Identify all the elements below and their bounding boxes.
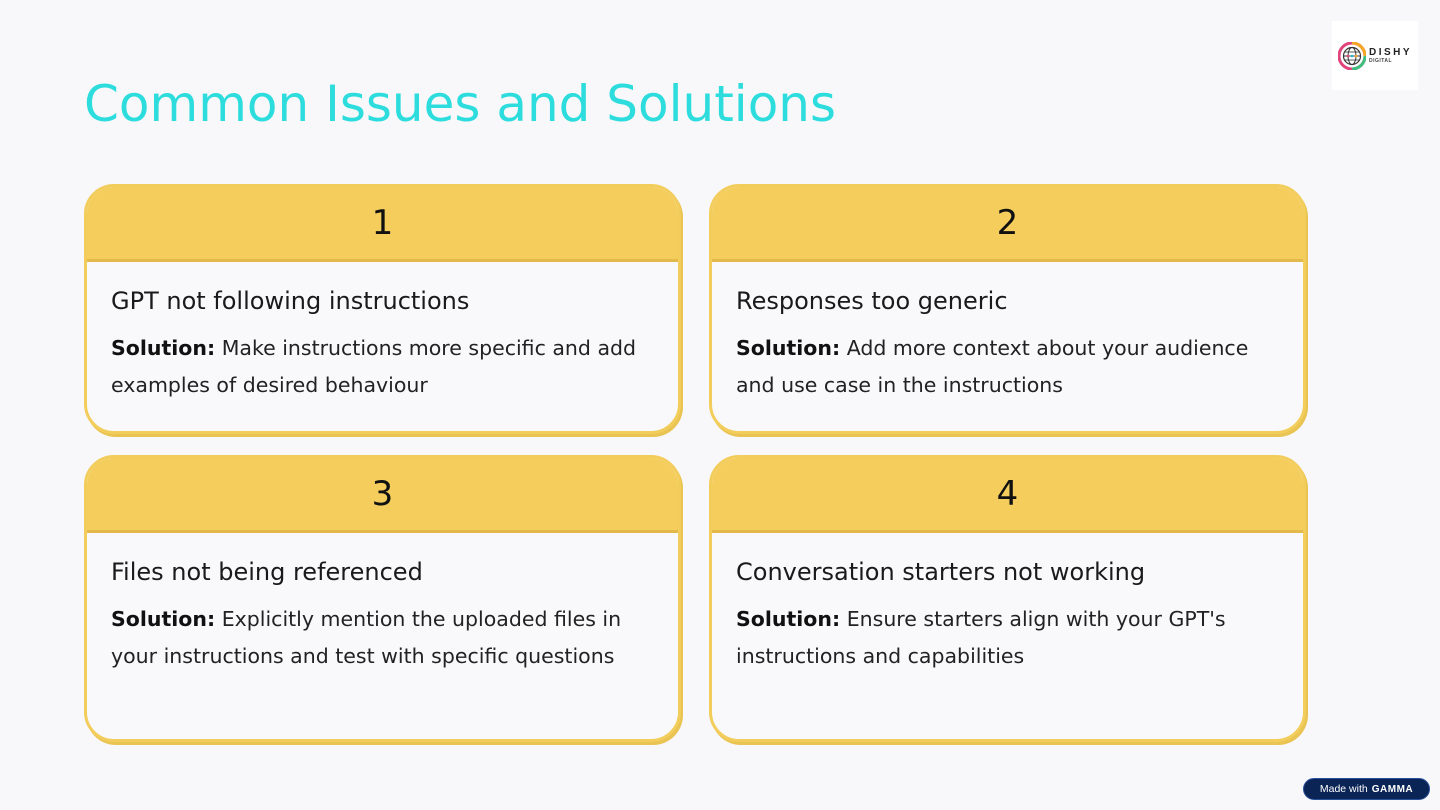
card-heading: Files not being referenced [111,558,423,586]
solution-label: Solution: [736,607,841,631]
card-number: 4 [712,458,1303,533]
logo-name: DISHY [1368,46,1413,58]
solution-label: Solution: [736,336,841,360]
solution-text: Make instructions more specific and add … [111,336,637,397]
badge-prefix: Made with [1319,783,1368,795]
globe-logo-icon [1337,41,1366,70]
issue-card-2: 2 Responses too generic Solution: Add mo… [709,184,1306,434]
card-heading: Conversation starters not working [736,558,1146,586]
card-solution: Solution: Make instructions more specifi… [111,330,654,404]
card-number: 2 [712,187,1303,262]
logo-subtitle: DIGITAL [1368,57,1393,64]
made-with-gamma-badge[interactable]: Made with GAMMA [1303,778,1430,800]
solution-text: Explicitly mention the uploaded files in… [111,607,622,668]
card-solution: Solution: Add more context about your au… [736,330,1279,404]
badge-brand: GAMMA [1371,783,1414,795]
card-solution: Solution: Ensure starters align with you… [736,601,1279,675]
card-number: 1 [87,187,678,262]
card-heading: Responses too generic [736,287,1008,315]
solution-label: Solution: [111,336,216,360]
card-heading: GPT not following instructions [111,287,470,315]
issue-card-3: 3 Files not being referenced Solution: E… [84,455,681,742]
solution-label: Solution: [111,607,216,631]
company-logo: DISHY DIGITAL [1332,21,1418,90]
solution-text: Add more context about your audience and… [736,336,1249,397]
card-solution: Solution: Explicitly mention the uploade… [111,601,654,675]
issue-card-4: 4 Conversation starters not working Solu… [709,455,1306,742]
issue-card-1: 1 GPT not following instructions Solutio… [84,184,681,434]
solution-text: Ensure starters align with your GPT's in… [736,607,1226,668]
card-number: 3 [87,458,678,533]
page-title: Common Issues and Solutions [84,75,837,133]
